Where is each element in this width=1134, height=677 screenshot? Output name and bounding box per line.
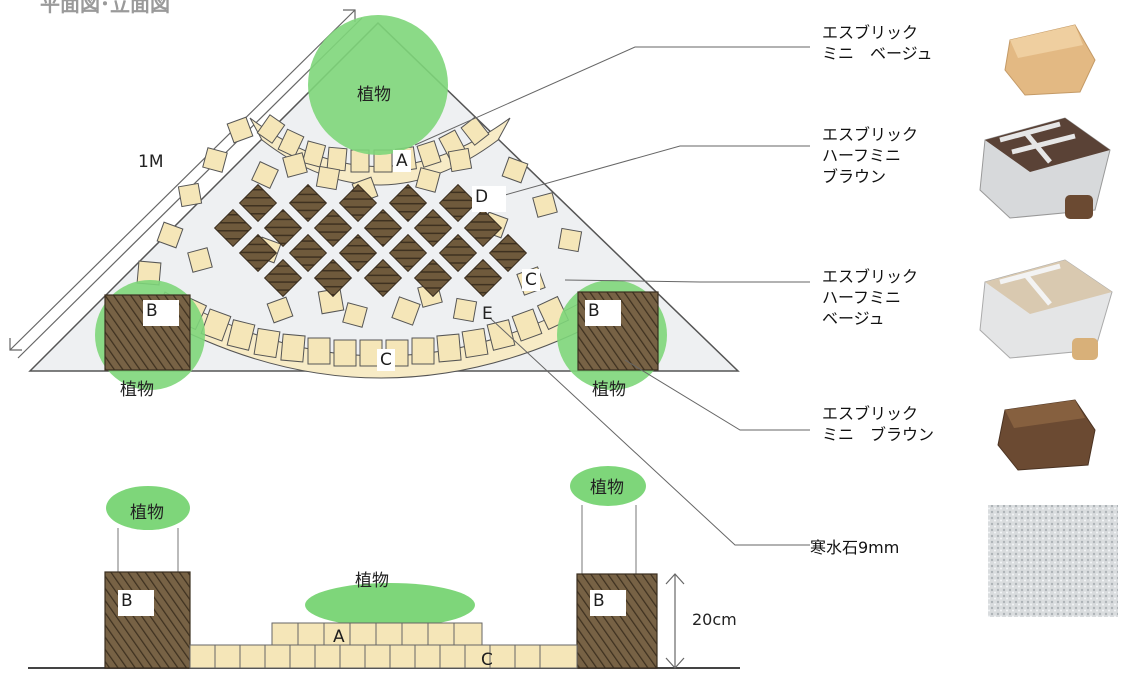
elevation-stems [117,505,637,574]
elevation-brick-joints [214,623,541,668]
scattered-beige-bricks [136,116,583,328]
legend-label-half-mini-beige: エスブリック ハーフミニ ベージュ [822,267,919,328]
dimension-arrow-20cm [665,573,685,669]
elevation-plant-label-left: 植物 [130,503,164,523]
marker-e: E [482,304,493,324]
elevation-row-c [189,644,578,669]
marker-b-elev-right: B [590,590,626,616]
plan-plant-label-top: 植物 [357,85,391,105]
legend-label-white-gravel: 寒水石9mm [810,538,900,557]
legend-label-mini-beige: エスブリック ミニ ベージュ [822,23,933,63]
legend-label-half-mini-brown: エスブリック ハーフミニ ブラウン [822,125,919,186]
marker-b-elev-left: B [118,590,154,616]
elevation-row-a [271,622,483,646]
elevation-plants [106,466,646,627]
dimension-label-1m: 1M [138,152,164,172]
marker-a-elev: A [333,627,345,647]
brown-diamond-lattice [213,183,528,298]
elevation-plant-label-center: 植物 [355,571,389,591]
marker-b-plan-left: B [143,300,179,326]
elevation-b-pillars [104,571,658,669]
marker-c-elev: C [481,650,493,670]
plan-plant-label-right: 植物 [592,380,626,400]
elevation-plant-label-right: 植物 [590,478,624,498]
page-title: 平面図･立面図 [40,0,170,16]
marker-c-small: C [522,269,540,291]
plan-plant-label-left: 植物 [120,380,154,400]
marker-a-plan: A [393,150,411,172]
legend-leader-lines [414,46,810,546]
top-brick-arc [249,114,511,186]
marker-d: D [472,186,506,212]
marker-b-plan-right: B [585,300,621,326]
legend-label-mini-brown: エスブリック ミニ ブラウン [822,404,935,444]
marker-c-arc: C [377,349,395,371]
height-label-20cm: 20cm [692,610,737,629]
